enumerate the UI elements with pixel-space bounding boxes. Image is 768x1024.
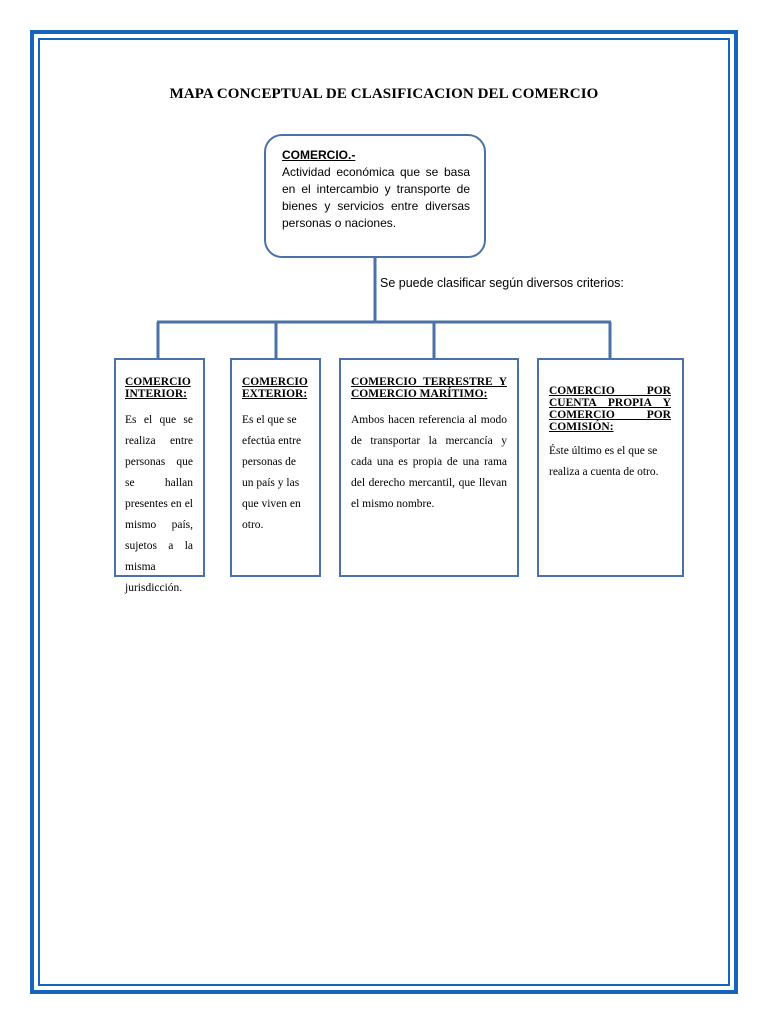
page-border-outer [30,30,738,994]
category-text: Ambos hacen referencia al modo de transp… [351,414,507,510]
category-heading: COMERCIO EXTERIOR: [242,376,308,400]
category-box-interior: COMERCIO INTERIOR: Es el que se realiza … [114,358,205,594]
category-box-exterior: COMERCIO EXTERIOR: Es el que se efectúa … [230,358,321,577]
category-heading: COMERCIO TERRESTRE Y COMERCIO MARÍTIMO: [351,376,507,400]
category-text: Es el que se efectúa entre personas de u… [242,414,302,531]
connector-label: Se puede clasificar según diversos crite… [380,276,624,290]
category-box-terrestre-maritimo: COMERCIO TERRESTRE Y COMERCIO MARÍTIMO: … [339,358,519,577]
category-heading: COMERCIO POR CUENTA PROPIA Y COMERCIO PO… [549,385,671,433]
category-heading: COMERCIO INTERIOR: [125,376,191,400]
page-border-inner [38,38,730,986]
category-text: Éste último es el que se realiza a cuent… [549,445,659,478]
root-concept-text: Actividad económica que se basa en el in… [282,165,470,230]
root-concept-box: COMERCIO.- Actividad económica que se ba… [264,134,486,258]
category-text: Es el que se realiza entre personas que … [125,414,193,594]
category-box-cuenta-propia-comision: COMERCIO POR CUENTA PROPIA Y COMERCIO PO… [537,358,684,577]
root-concept-heading: COMERCIO.- [282,148,356,162]
page-title: MAPA CONCEPTUAL DE CLASIFICACION DEL COM… [169,86,599,102]
